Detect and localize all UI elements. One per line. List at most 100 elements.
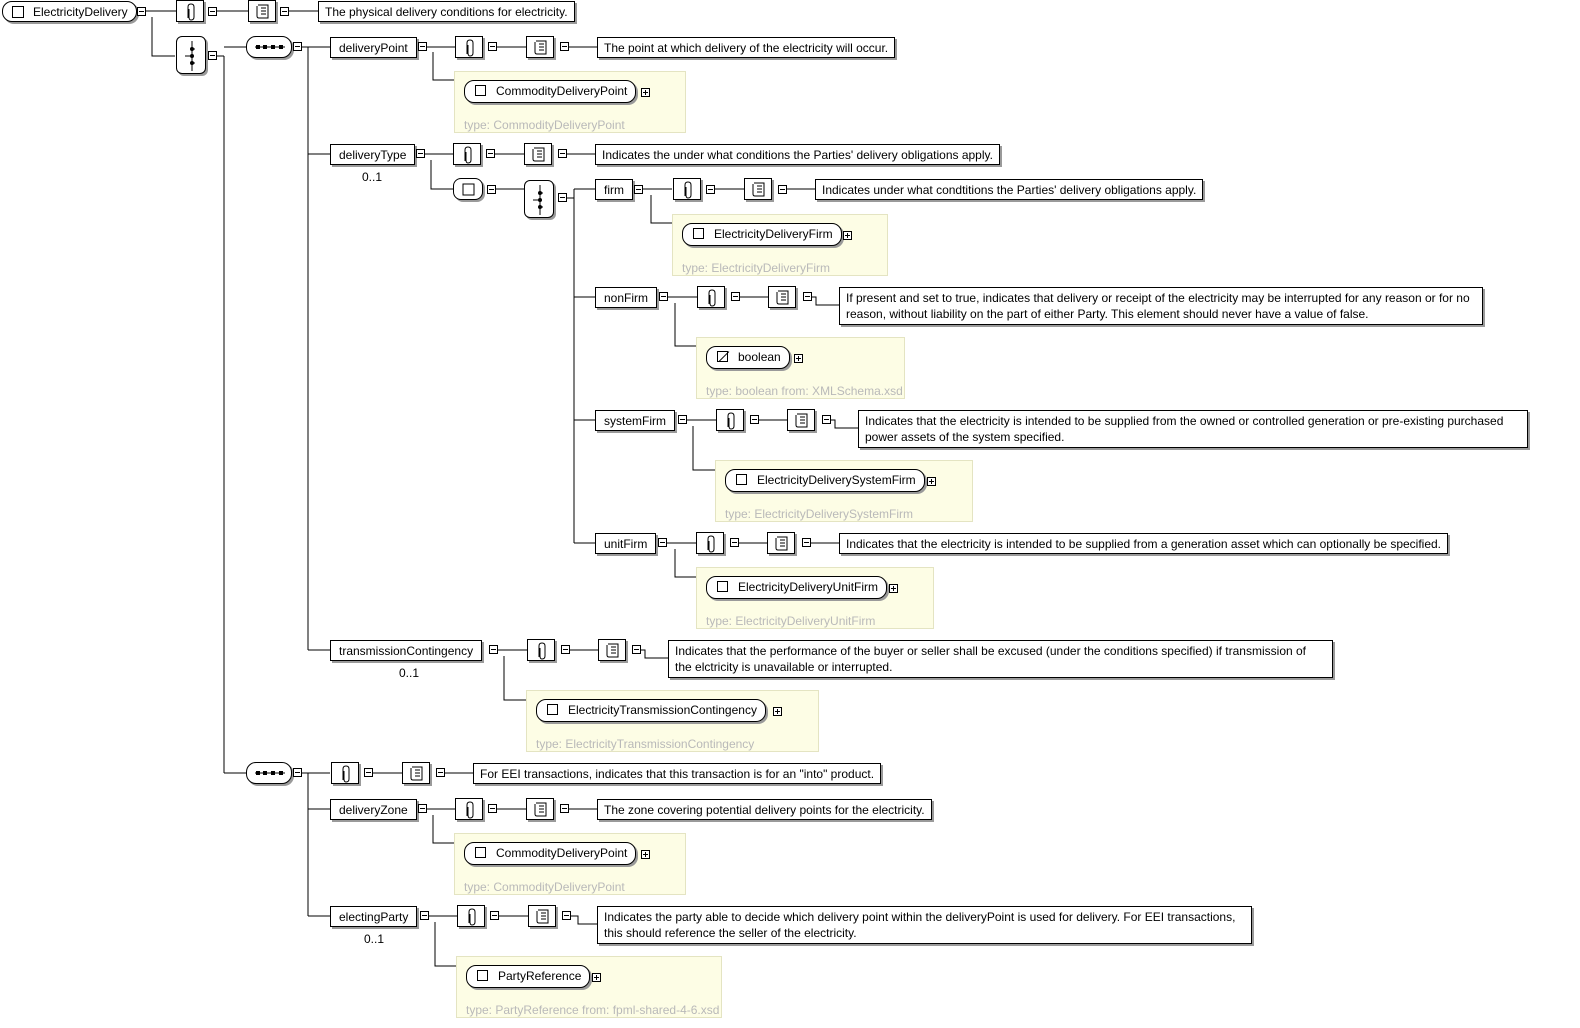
element-label: deliveryPoint: [339, 41, 408, 55]
paperclip-icon[interactable]: [697, 286, 725, 308]
expand-icon[interactable]: [794, 354, 803, 363]
collapse-icon[interactable]: [730, 538, 739, 547]
scroll-icon[interactable]: [526, 798, 554, 820]
expand-icon[interactable]: [843, 231, 852, 240]
collapse-icon[interactable]: [822, 415, 831, 424]
element-systemFirm[interactable]: systemFirm: [595, 410, 675, 431]
scroll-icon[interactable]: [248, 0, 276, 22]
collapse-icon[interactable]: [803, 292, 812, 301]
type-reference[interactable]: CommodityDeliveryPoint: [464, 842, 637, 865]
element-electingParty[interactable]: electingParty: [330, 906, 418, 927]
type-box: ElectricityDeliveryUnitFirm type: Electr…: [696, 567, 934, 629]
collapse-icon[interactable]: [560, 42, 569, 51]
collapse-icon[interactable]: [208, 51, 217, 60]
collapse-icon[interactable]: [561, 645, 570, 654]
scroll-icon[interactable]: [526, 36, 554, 58]
element-deliveryType[interactable]: deliveryType: [330, 144, 416, 165]
collapse-icon[interactable]: [489, 645, 498, 654]
collapse-icon[interactable]: [678, 415, 687, 424]
collapse-icon[interactable]: [731, 292, 740, 301]
collapse-icon[interactable]: [293, 768, 302, 777]
choice-icon[interactable]: [176, 36, 206, 74]
element-label: transmissionContingency: [339, 644, 474, 658]
collapse-icon[interactable]: [632, 645, 641, 654]
collapse-icon[interactable]: [137, 7, 146, 16]
collapse-icon[interactable]: [418, 804, 427, 813]
collapse-icon[interactable]: [488, 804, 497, 813]
collapse-icon[interactable]: [487, 185, 496, 194]
type-box: ElectricityDeliveryFirm type: Electricit…: [672, 214, 888, 276]
paperclip-icon[interactable]: [176, 0, 204, 22]
element-label: firm: [604, 183, 624, 197]
complex-type-icon[interactable]: [453, 178, 483, 200]
collapse-icon[interactable]: [280, 7, 289, 16]
collapse-icon[interactable]: [558, 149, 567, 158]
element-deliveryZone[interactable]: deliveryZone: [330, 799, 417, 820]
collapse-icon[interactable]: [490, 911, 499, 920]
paperclip-icon[interactable]: [455, 798, 483, 820]
type-reference[interactable]: PartyReference: [466, 965, 591, 988]
scroll-icon[interactable]: [598, 639, 626, 661]
collapse-icon[interactable]: [486, 149, 495, 158]
collapse-icon[interactable]: [802, 538, 811, 547]
scroll-icon[interactable]: [767, 532, 795, 554]
type-reference[interactable]: ElectricityDeliveryUnitFirm: [706, 576, 888, 599]
collapse-icon[interactable]: [416, 149, 425, 158]
type-reference[interactable]: ElectricityDeliveryFirm: [682, 223, 842, 246]
choice-icon[interactable]: [524, 180, 554, 218]
type-box: PartyReference type: PartyReference from…: [456, 956, 722, 1018]
paperclip-icon[interactable]: [457, 905, 485, 927]
scroll-icon[interactable]: [528, 905, 556, 927]
paperclip-icon[interactable]: [716, 409, 744, 431]
paperclip-icon[interactable]: [455, 36, 483, 58]
element-deliveryPoint[interactable]: deliveryPoint: [330, 37, 417, 58]
scroll-icon[interactable]: [524, 143, 552, 165]
scroll-icon[interactable]: [768, 286, 796, 308]
element-transmissionContingency[interactable]: transmissionContingency: [330, 640, 483, 661]
paperclip-icon[interactable]: [331, 762, 359, 784]
collapse-icon[interactable]: [418, 42, 427, 51]
collapse-icon[interactable]: [436, 768, 445, 777]
sequence-icon[interactable]: [246, 36, 292, 58]
collapse-icon[interactable]: [562, 911, 571, 920]
element-nonFirm[interactable]: nonFirm: [595, 287, 658, 308]
scroll-icon[interactable]: [787, 409, 815, 431]
collapse-icon[interactable]: [293, 42, 302, 51]
expand-icon[interactable]: [927, 477, 936, 486]
collapse-icon[interactable]: [778, 185, 787, 194]
expand-icon[interactable]: [592, 973, 601, 982]
expand-icon[interactable]: [641, 850, 650, 859]
type-reference[interactable]: boolean: [706, 346, 790, 369]
type-name: ElectricityDeliveryUnitFirm: [738, 580, 879, 594]
paperclip-icon[interactable]: [453, 143, 481, 165]
element-unitFirm[interactable]: unitFirm: [595, 533, 657, 554]
collapse-icon[interactable]: [634, 185, 643, 194]
collapse-icon[interactable]: [364, 768, 373, 777]
type-reference[interactable]: ElectricityTransmissionContingency: [536, 699, 766, 722]
paperclip-icon[interactable]: [527, 639, 555, 661]
collapse-icon[interactable]: [659, 292, 668, 301]
paperclip-icon[interactable]: [696, 532, 724, 554]
root-element[interactable]: ElectricityDelivery: [2, 1, 137, 22]
collapse-icon[interactable]: [750, 415, 759, 424]
element-firm[interactable]: firm: [595, 179, 633, 200]
type-reference[interactable]: ElectricityDeliverySystemFirm: [725, 469, 925, 492]
collapse-icon[interactable]: [208, 7, 217, 16]
paperclip-icon[interactable]: [673, 178, 701, 200]
collapse-icon[interactable]: [706, 185, 715, 194]
collapse-icon[interactable]: [558, 193, 567, 202]
documentation: Indicates that the electricity is intend…: [858, 410, 1528, 448]
expand-icon[interactable]: [773, 707, 782, 716]
element-label: deliveryType: [339, 148, 407, 162]
scroll-icon[interactable]: [744, 178, 772, 200]
sequence-icon[interactable]: [246, 762, 292, 784]
type-reference[interactable]: CommodityDeliveryPoint: [464, 80, 637, 103]
element-label: systemFirm: [604, 414, 666, 428]
collapse-icon[interactable]: [658, 538, 667, 547]
collapse-icon[interactable]: [560, 804, 569, 813]
scroll-icon[interactable]: [402, 762, 430, 784]
expand-icon[interactable]: [641, 88, 650, 97]
expand-icon[interactable]: [889, 584, 898, 593]
collapse-icon[interactable]: [420, 911, 429, 920]
collapse-icon[interactable]: [488, 42, 497, 51]
